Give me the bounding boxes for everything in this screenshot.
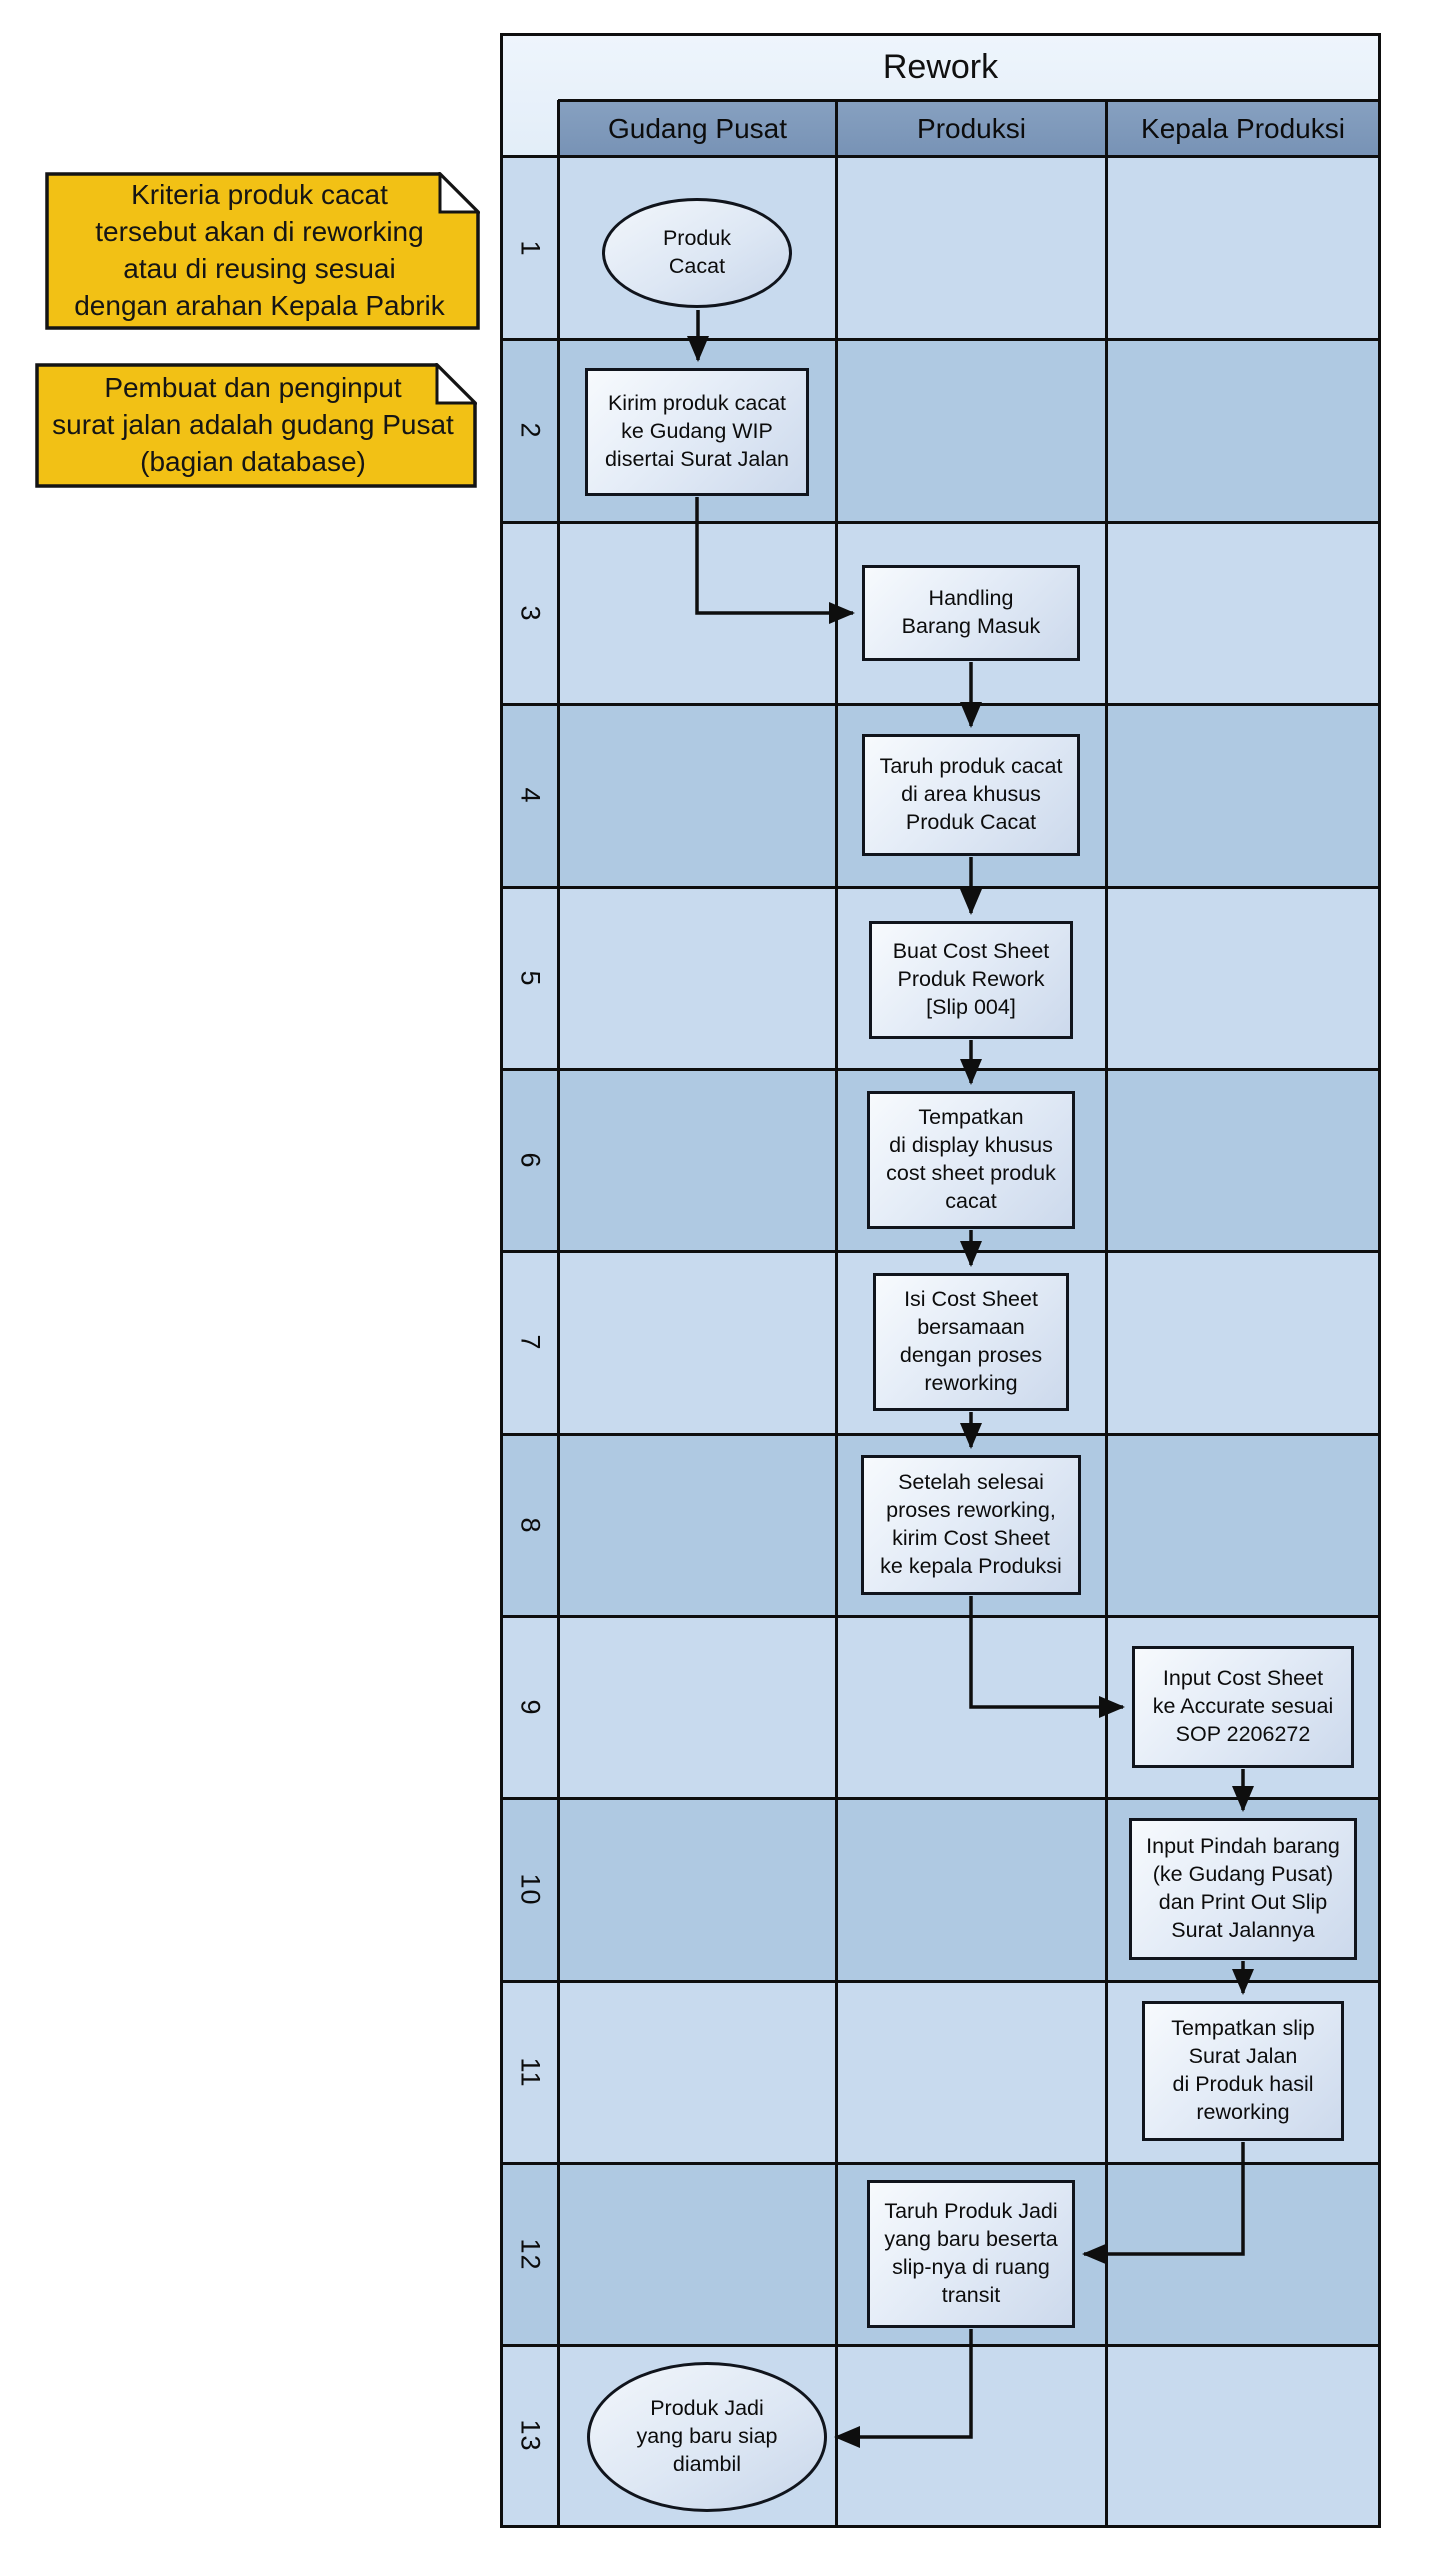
grid-line [503, 1433, 1378, 1436]
grid-line [835, 100, 838, 2525]
diagram-title: Rework [882, 48, 999, 86]
step-10-process: Input Pindah barang (ke Gudang Pusat) da… [1129, 1818, 1357, 1960]
sticky-note-2: Pembuat dan penginput surat jalan adalah… [35, 363, 477, 488]
grid-line [503, 1250, 1378, 1253]
grid-line [1105, 100, 1108, 2525]
step-text: Input Cost Sheet ke Accurate sesuai SOP … [1152, 1666, 1334, 1746]
sticky-note-shape [45, 172, 480, 330]
sticky-note-text: Pembuat dan penginput surat jalan adalah… [52, 372, 454, 477]
step-text: Isi Cost Sheet bersamaan dengan proses r… [899, 1287, 1043, 1395]
step-text: Setelah selesai proses reworking, kirim … [880, 1470, 1062, 1578]
step-1-terminator: Produk Cacat [602, 198, 792, 308]
sticky-note-shape [35, 363, 477, 488]
step-8-process: Setelah selesai proses reworking, kirim … [861, 1455, 1081, 1595]
grid-line [557, 100, 560, 2525]
step-text: Produk Cacat [662, 226, 732, 278]
grid-line [503, 1068, 1378, 1071]
grid-line [503, 1797, 1378, 1800]
grid-line [503, 1615, 1378, 1618]
step-text: Produk Jadi yang baru siap diambil [636, 2396, 778, 2476]
step-7-process: Isi Cost Sheet bersamaan dengan proses r… [873, 1273, 1069, 1411]
column-header-produksi: Produksi [917, 112, 1026, 144]
step-3-process: Handling Barang Masuk [862, 565, 1080, 661]
step-12-process: Taruh Produk Jadi yang baru beserta slip… [867, 2180, 1075, 2328]
step-text: Tempatkan di display khusus cost sheet p… [886, 1105, 1056, 1213]
step-13-terminator: Produk Jadi yang baru siap diambil [587, 2362, 827, 2512]
grid-line [558, 99, 1378, 102]
step-text: Taruh produk cacat di area khusus Produk… [879, 754, 1063, 834]
step-2-process: Kirim produk cacat ke Gudang WIP diserta… [585, 368, 809, 496]
grid-line [503, 886, 1378, 889]
grid-line [503, 2162, 1378, 2165]
grid-line [503, 703, 1378, 706]
step-4-process: Taruh produk cacat di area khusus Produk… [862, 734, 1080, 856]
grid-line [503, 1980, 1378, 1983]
step-text: Tempatkan slip Surat Jalan di Produk has… [1171, 2016, 1315, 2124]
step-11-process: Tempatkan slip Surat Jalan di Produk has… [1142, 2001, 1344, 2141]
column-header-kepala-produksi: Kepala Produksi [1141, 112, 1345, 144]
sticky-note-1: Kriteria produk cacat tersebut akan di r… [45, 172, 480, 330]
sticky-note-text: Kriteria produk cacat tersebut akan di r… [74, 179, 445, 321]
step-text: Buat Cost Sheet Produk Rework [Slip 004] [892, 939, 1050, 1019]
step-text: Taruh Produk Jadi yang baru beserta slip… [884, 2199, 1058, 2307]
grid-line [503, 521, 1378, 524]
grid-line [503, 155, 1378, 158]
step-text: Kirim produk cacat ke Gudang WIP diserta… [604, 391, 790, 471]
column-header-gudang-pusat: Gudang Pusat [607, 112, 788, 144]
step-9-process: Input Cost Sheet ke Accurate sesuai SOP … [1132, 1646, 1354, 1768]
step-5-process: Buat Cost Sheet Produk Rework [Slip 004] [869, 921, 1073, 1039]
grid-line [503, 338, 1378, 341]
column-header-band [558, 100, 1378, 157]
table-outer-border [500, 33, 1381, 2528]
step-6-process: Tempatkan di display khusus cost sheet p… [867, 1091, 1075, 1229]
step-text: Input Pindah barang (ke Gudang Pusat) da… [1146, 1834, 1340, 1942]
step-text: Handling Barang Masuk [901, 586, 1041, 638]
